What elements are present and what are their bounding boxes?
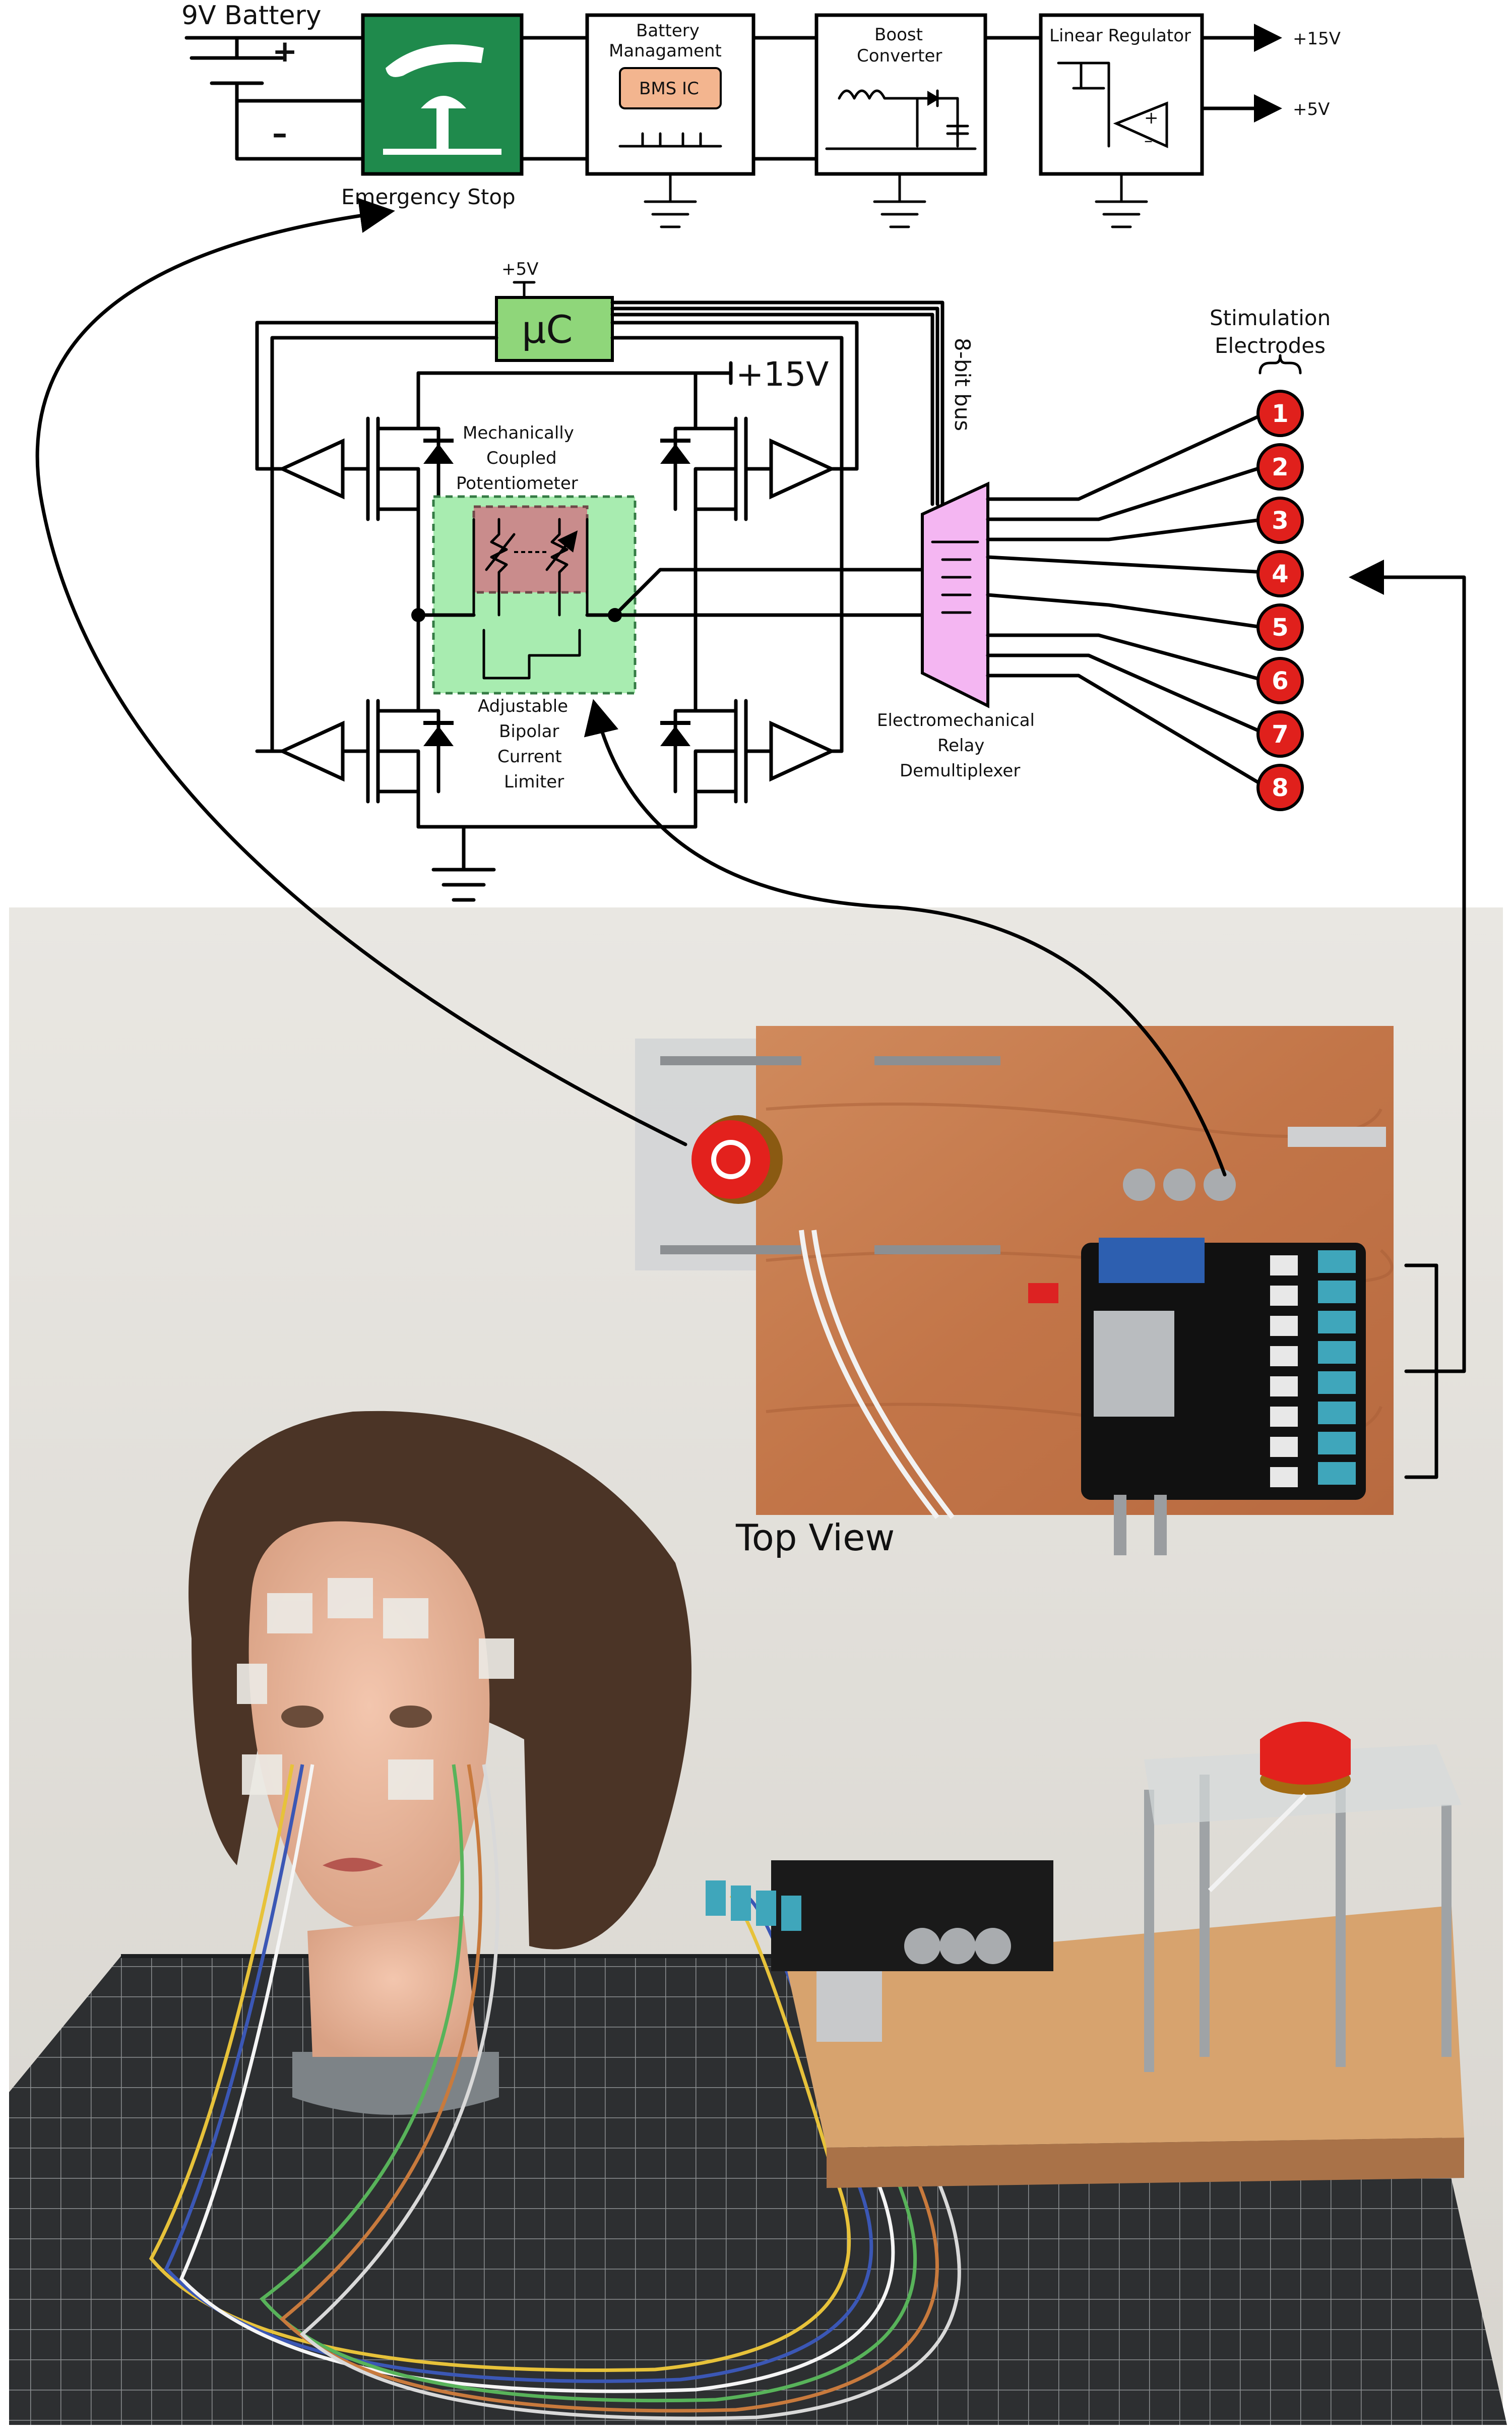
pot-label-3: Potentiometer bbox=[456, 473, 578, 494]
electrode-8: 8 bbox=[1256, 764, 1304, 811]
electrodes: Stimulation Electrodes 1 2 3 4 5 6 7 8 bbox=[1210, 306, 1331, 811]
electrode-number: 4 bbox=[1272, 560, 1288, 588]
electrode-circle bbox=[1256, 603, 1304, 651]
demux: Electromechanical Relay Demultiplexer bbox=[877, 411, 1267, 788]
connector-arrows bbox=[35, 198, 1466, 1479]
estop-arrow bbox=[35, 198, 687, 1146]
electrode-circle bbox=[1256, 443, 1304, 491]
pot-label-1: Mechanically bbox=[463, 423, 574, 443]
out-5v-label: +5V bbox=[1293, 99, 1330, 119]
bms-chip-label: BMS IC bbox=[639, 79, 699, 99]
limiter-label-2: Bipolar bbox=[499, 721, 559, 742]
limiter-label-3: Current bbox=[497, 747, 562, 767]
rail-label: +15V bbox=[736, 355, 829, 394]
svg-text:–: – bbox=[1144, 131, 1153, 151]
out-15v-label: +15V bbox=[1293, 29, 1341, 49]
boost-label-1: Boost bbox=[874, 25, 923, 45]
demux-label-2: Relay bbox=[937, 736, 984, 756]
top-view-label: Top View bbox=[735, 1516, 895, 1559]
boost-block bbox=[814, 13, 987, 228]
svg-text:+: + bbox=[1144, 108, 1159, 128]
electrode-circle bbox=[1256, 550, 1304, 597]
uc-label: μC bbox=[522, 307, 573, 352]
photo-region bbox=[9, 907, 1507, 2425]
electrode-number: 5 bbox=[1272, 614, 1288, 642]
electrode-circle bbox=[1256, 497, 1304, 544]
battery-symbol: + – bbox=[184, 34, 365, 161]
pot-box bbox=[472, 505, 589, 594]
limiter-label-4: Limiter bbox=[504, 772, 564, 792]
electrode-5: 5 bbox=[1256, 603, 1304, 651]
knob-arrow bbox=[584, 699, 1227, 1177]
uc-block bbox=[495, 296, 614, 362]
electrode-2: 2 bbox=[1256, 443, 1304, 491]
electrodes-title-1: Stimulation bbox=[1210, 306, 1331, 330]
electrode-6: 6 bbox=[1256, 657, 1304, 704]
boost-label-2: Converter bbox=[857, 46, 942, 66]
estop-block bbox=[361, 13, 524, 176]
svg-text:+: + bbox=[272, 34, 297, 69]
limiter-label-1: Adjustable bbox=[478, 696, 568, 716]
electrode-4: 4 bbox=[1256, 550, 1304, 597]
electrode-number: 8 bbox=[1272, 774, 1288, 802]
electrode-markers: 1 2 3 4 5 6 7 8 bbox=[1256, 390, 1304, 811]
bms-label-1: Battery bbox=[636, 21, 700, 41]
estop-label: Emergency Stop bbox=[341, 185, 516, 209]
pot-label-2: Coupled bbox=[486, 448, 557, 468]
demux-label-3: Demultiplexer bbox=[900, 761, 1020, 781]
svg-text:–: – bbox=[272, 116, 287, 151]
uc-supply-label: +5V bbox=[501, 259, 538, 279]
bms-block: BMS IC bbox=[585, 13, 755, 228]
electrode-number: 3 bbox=[1272, 507, 1288, 535]
electrode-7: 7 bbox=[1256, 710, 1304, 758]
bms-label-2: Managament bbox=[609, 41, 722, 61]
battery-label: 9V Battery bbox=[181, 1, 322, 31]
mannequin-head bbox=[188, 1411, 691, 2115]
electrode-number: 6 bbox=[1272, 667, 1288, 695]
regulator-label: Linear Regulator bbox=[1049, 26, 1191, 46]
electrode-circle bbox=[1256, 710, 1304, 758]
side-view-device bbox=[706, 1722, 1464, 2188]
regulator-block: + – bbox=[1039, 13, 1204, 228]
power-chain: 9V Battery + – Emergency Stop BMS IC B bbox=[181, 1, 1341, 228]
electrode-number: 2 bbox=[1272, 453, 1288, 481]
h-bridge-circuit: μC +5V 8-bit bus +15V bbox=[255, 259, 975, 902]
electrodes-title-2: Electrodes bbox=[1215, 333, 1326, 358]
electrode-1: 1 bbox=[1256, 390, 1304, 437]
electrode-circle bbox=[1256, 764, 1304, 811]
demux-label-1: Electromechanical bbox=[877, 710, 1035, 731]
electrode-circle bbox=[1256, 657, 1304, 704]
electrode-3: 3 bbox=[1256, 497, 1304, 544]
electrode-number: 7 bbox=[1272, 720, 1288, 749]
bus-label: 8-bit bus bbox=[950, 338, 975, 431]
top-view-board bbox=[635, 1026, 1394, 1555]
electrode-circle bbox=[1256, 390, 1304, 437]
electrode-number: 1 bbox=[1272, 400, 1288, 428]
